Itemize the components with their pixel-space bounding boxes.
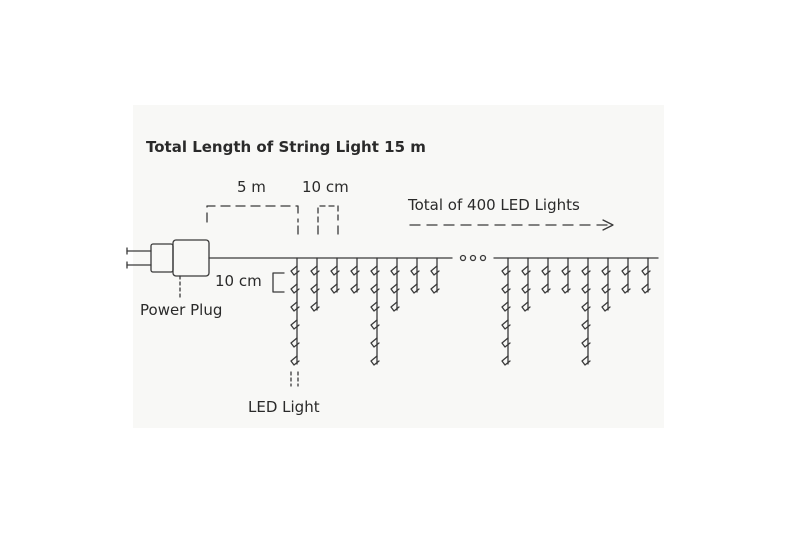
led-bulb-icon — [541, 283, 551, 294]
continuation-dot — [469, 254, 477, 262]
led-bulb-icon — [621, 283, 631, 294]
led-bulb-icon — [641, 283, 651, 294]
continuation-dot — [479, 254, 487, 262]
led-bulb-icon — [290, 337, 300, 348]
led-bulb-icon — [541, 265, 551, 276]
total-leds-label: Total of 400 LED Lights — [408, 196, 580, 214]
led-bulb-icon — [410, 283, 420, 294]
continuation-dot — [459, 254, 467, 262]
led-bulb-icon — [390, 301, 400, 312]
bracket-10cm-vertical — [272, 272, 285, 293]
led-bulb-icon — [290, 355, 300, 366]
led-light-label: LED Light — [248, 398, 320, 416]
led-bulb-icon — [290, 319, 300, 330]
led-bulb-icon — [370, 283, 380, 294]
led-bulb-icon — [501, 319, 511, 330]
led-bulb-icon — [601, 301, 611, 312]
led-bulb-icon — [370, 301, 380, 312]
led-bulb-icon — [501, 283, 511, 294]
led-bulb-icon — [501, 355, 511, 366]
led-bulb-icon — [290, 265, 300, 276]
led-bulb-icon — [310, 265, 320, 276]
led-bulb-icon — [390, 265, 400, 276]
led-bulb-icon — [370, 265, 380, 276]
led-bulb-icon — [581, 319, 591, 330]
led-bulb-icon — [621, 265, 631, 276]
led-bulb-icon — [601, 265, 611, 276]
spacing-10cm-vertical-label: 10 cm — [215, 272, 262, 290]
bracket-10cm-horizontal — [317, 205, 339, 223]
led-bulb-icon — [310, 283, 320, 294]
led-strands — [290, 257, 651, 366]
power-plug-icon — [126, 239, 210, 277]
led-bulb-icon — [370, 337, 380, 348]
led-bulb-icon — [350, 265, 360, 276]
led-bulb-icon — [521, 265, 531, 276]
power-plug-label: Power Plug — [140, 301, 223, 319]
led-bulb-icon — [581, 355, 591, 366]
led-bulb-icon — [581, 337, 591, 348]
led-bulb-icon — [410, 265, 420, 276]
led-bulb-icon — [370, 355, 380, 366]
led-bulb-icon — [561, 283, 571, 294]
led-bulb-icon — [521, 301, 531, 312]
led-bulb-icon — [330, 265, 340, 276]
led-bulb-icon — [561, 265, 571, 276]
led-bulb-icon — [390, 283, 400, 294]
led-bulb-icon — [330, 283, 340, 294]
led-bulb-icon — [430, 265, 440, 276]
led-bulb-icon — [581, 283, 591, 294]
led-bulb-icon — [290, 283, 300, 294]
bracket-5m — [206, 205, 299, 223]
spacing-10cm-horizontal-label: 10 cm — [302, 178, 349, 196]
led-bulb-icon — [501, 337, 511, 348]
led-bulb-icon — [370, 319, 380, 330]
led-bulb-icon — [581, 301, 591, 312]
led-bulb-icon — [581, 265, 591, 276]
diagram-title: Total Length of String Light 15 m — [146, 138, 426, 156]
led-bulb-icon — [430, 283, 440, 294]
led-bulb-icon — [641, 265, 651, 276]
diagram-panel — [133, 105, 664, 428]
led-bulb-icon — [350, 283, 360, 294]
arrow-head-icon — [602, 219, 614, 231]
led-bulb-icon — [310, 301, 320, 312]
length-5m-label: 5 m — [237, 178, 266, 196]
led-bulb-icon — [521, 283, 531, 294]
led-bulb-icon — [501, 265, 511, 276]
led-bulb-icon — [601, 283, 611, 294]
led-bulb-icon — [501, 301, 511, 312]
led-bulb-icon — [290, 301, 300, 312]
